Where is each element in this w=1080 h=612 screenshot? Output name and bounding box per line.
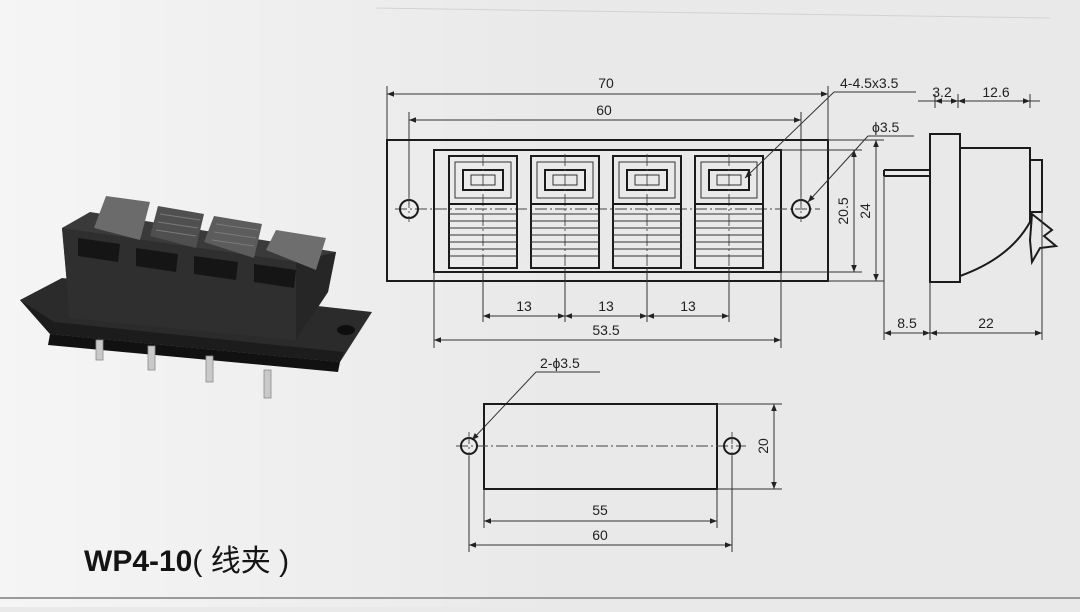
dim-cutout-width: 55 xyxy=(592,502,608,518)
base-plate-outline xyxy=(386,139,829,282)
dim-side-top-right: 12.6 xyxy=(982,84,1009,100)
cutout-view: 2-ϕ3.5 20 55 60 xyxy=(456,355,782,552)
dim-side-bottom-right: 22 xyxy=(978,315,994,331)
title-paren-open: ( xyxy=(192,545,203,578)
dim-outer-height: 24 xyxy=(857,203,873,219)
model-title: WP4-10( 线夹 ) xyxy=(84,536,289,580)
dim-overall-width: 70 xyxy=(598,75,614,91)
dim-pitch-3: 13 xyxy=(680,298,696,314)
model-type-chinese: 线夹 xyxy=(210,544,271,579)
callout-hole: ϕ3.5 xyxy=(872,119,900,135)
side-view: 3.2 12.6 8.5 22 xyxy=(883,84,1059,340)
dim-cutout-height: 20 xyxy=(755,438,771,454)
callout-slot-size: 4-4.5x3.5 xyxy=(840,75,899,91)
side-body xyxy=(959,147,1031,278)
dim-cutout-hole-spacing: 60 xyxy=(592,527,608,543)
title-paren-close: ) xyxy=(279,545,290,578)
body-outline xyxy=(433,149,782,273)
dim-side-top-left: 3.2 xyxy=(932,84,952,100)
dim-pitch-2: 13 xyxy=(598,298,614,314)
dim-hole-spacing: 60 xyxy=(596,102,612,118)
mount-hole-photo xyxy=(337,325,355,335)
dim-pitch-1: 13 xyxy=(516,298,532,314)
front-view: 70 60 xyxy=(386,75,916,348)
dim-body-width: 53.5 xyxy=(592,322,619,338)
dim-inner-height: 20.5 xyxy=(835,197,851,224)
cutout-rectangle xyxy=(483,403,718,490)
model-number: WP4-10 xyxy=(84,545,193,578)
callout-cutout-holes: 2-ϕ3.5 xyxy=(540,355,580,371)
dim-side-bottom-left: 8.5 xyxy=(897,315,917,331)
product-photo xyxy=(20,196,372,399)
